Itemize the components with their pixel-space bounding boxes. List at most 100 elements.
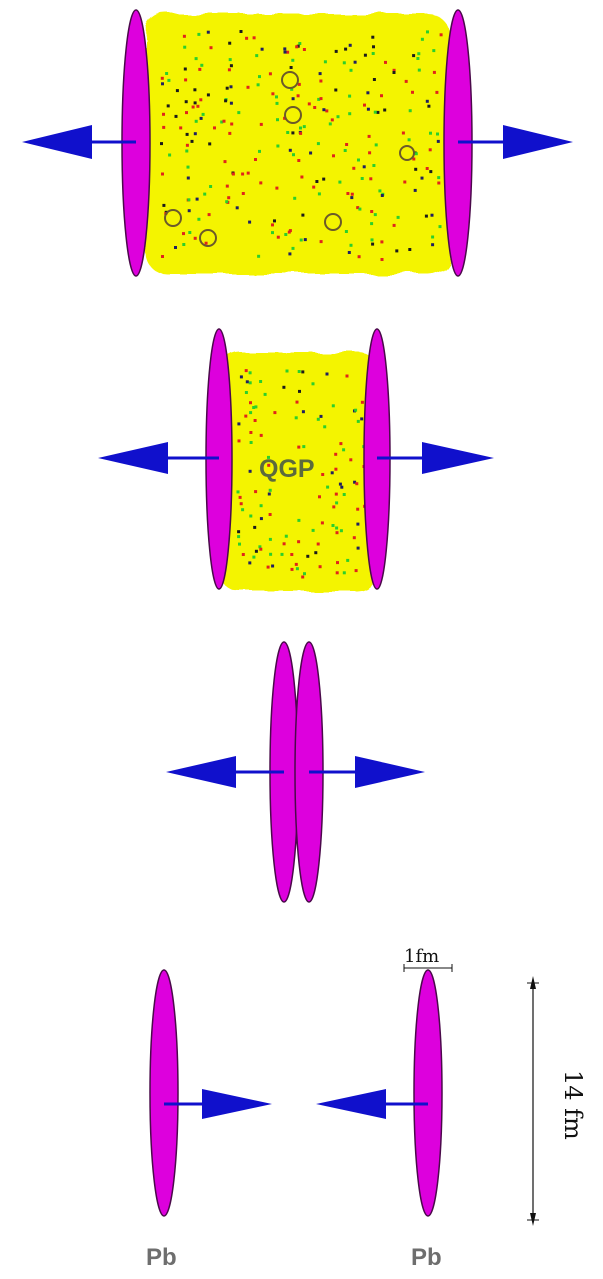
particle-dot bbox=[303, 48, 306, 51]
particle-dot bbox=[432, 49, 435, 52]
particle-dot bbox=[332, 404, 335, 407]
particle-dot bbox=[196, 105, 199, 108]
particle-dot bbox=[335, 527, 338, 530]
particle-dot bbox=[345, 230, 348, 233]
particle-dot bbox=[349, 458, 352, 461]
particle-dot bbox=[257, 83, 260, 86]
particle-dot bbox=[254, 419, 257, 422]
particle-dot bbox=[197, 218, 200, 221]
particle-dot bbox=[426, 167, 429, 170]
particle-dot bbox=[319, 80, 322, 83]
particle-dot bbox=[242, 553, 245, 556]
particle-dot bbox=[344, 149, 347, 152]
particle-dot bbox=[207, 31, 210, 34]
qgp-label: QGP bbox=[259, 455, 315, 483]
nucleus-right bbox=[414, 970, 442, 1216]
particle-dot bbox=[187, 177, 190, 180]
particle-dot bbox=[224, 99, 227, 102]
particle-dot bbox=[223, 120, 226, 123]
particle-dot bbox=[300, 239, 303, 242]
particle-dot bbox=[203, 193, 206, 196]
particle-dot bbox=[255, 54, 258, 57]
particle-dot bbox=[202, 113, 205, 116]
particle-dot bbox=[395, 249, 398, 252]
particle-dot bbox=[370, 222, 373, 225]
particle-dot bbox=[281, 553, 284, 556]
particle-dot bbox=[186, 133, 189, 136]
particle-dot bbox=[339, 442, 342, 445]
particle-dot bbox=[302, 445, 305, 448]
particle-dot bbox=[246, 380, 249, 383]
particle-dot bbox=[186, 144, 189, 147]
particle-dot bbox=[417, 52, 420, 55]
particle-dot bbox=[363, 165, 366, 168]
particle-dot bbox=[371, 36, 374, 39]
particle-dot bbox=[318, 192, 321, 195]
particle-dot bbox=[351, 193, 354, 196]
particle-dot bbox=[403, 181, 406, 184]
particle-dot bbox=[269, 72, 272, 75]
particle-dot bbox=[185, 111, 188, 114]
particle-dot bbox=[183, 46, 186, 49]
particle-dot bbox=[188, 231, 191, 234]
stage-qgp: QGP bbox=[98, 329, 494, 592]
particle-dot bbox=[162, 113, 165, 116]
particle-dot bbox=[336, 571, 339, 574]
particle-dot bbox=[185, 100, 188, 103]
particle-dot bbox=[245, 391, 248, 394]
particle-dot bbox=[372, 164, 375, 167]
particle-dot bbox=[195, 57, 198, 60]
diameter-marker: 14 fm bbox=[527, 976, 587, 1226]
particle-dot bbox=[187, 198, 190, 201]
particle-dot bbox=[329, 122, 332, 125]
particle-dot bbox=[182, 232, 185, 235]
particle-dot bbox=[335, 493, 338, 496]
particle-dot bbox=[193, 88, 196, 91]
particle-dot bbox=[252, 556, 255, 559]
particle-dot bbox=[167, 104, 170, 107]
particle-dot bbox=[321, 521, 324, 524]
particle-dot bbox=[372, 45, 375, 48]
particle-dot bbox=[312, 382, 315, 385]
particle-dot bbox=[230, 102, 233, 105]
particle-dot bbox=[326, 373, 329, 376]
particle-dot bbox=[275, 187, 278, 190]
particle-dot bbox=[244, 415, 247, 418]
particle-dot bbox=[340, 486, 343, 489]
particle-dot bbox=[183, 35, 186, 38]
particle-dot bbox=[335, 50, 338, 53]
particle-dot bbox=[319, 565, 322, 568]
particle-dot bbox=[254, 405, 257, 408]
particle-dot bbox=[368, 151, 371, 154]
particle-dot bbox=[349, 44, 352, 47]
particle-dot bbox=[260, 123, 263, 126]
particle-dot bbox=[301, 576, 304, 579]
particle-dot bbox=[255, 550, 258, 553]
particle-dot bbox=[174, 246, 177, 249]
particle-dot bbox=[249, 411, 252, 414]
particle-dot bbox=[366, 91, 369, 94]
particle-dot bbox=[374, 111, 377, 114]
thickness-label: 1fm bbox=[404, 946, 439, 967]
particle-dot bbox=[429, 132, 432, 135]
particle-dot bbox=[227, 196, 230, 199]
particle-dot bbox=[238, 543, 241, 546]
particle-dot bbox=[356, 523, 359, 526]
particle-dot bbox=[343, 493, 346, 496]
particle-dot bbox=[229, 58, 232, 61]
particle-dot bbox=[324, 60, 327, 63]
particle-dot bbox=[230, 64, 233, 67]
particle-dot bbox=[358, 255, 361, 258]
arrow-left bbox=[166, 756, 284, 788]
arrow-right bbox=[458, 125, 573, 159]
particle-dot bbox=[380, 240, 383, 243]
particle-dot bbox=[372, 52, 375, 55]
particle-dot bbox=[228, 42, 231, 45]
particle-dot bbox=[296, 401, 299, 404]
thickness-marker: 1fm bbox=[404, 946, 452, 972]
particle-dot bbox=[350, 69, 353, 72]
particle-dot bbox=[210, 46, 213, 49]
particle-dot bbox=[318, 495, 321, 498]
particle-dot bbox=[301, 370, 304, 373]
particle-dot bbox=[237, 490, 240, 493]
